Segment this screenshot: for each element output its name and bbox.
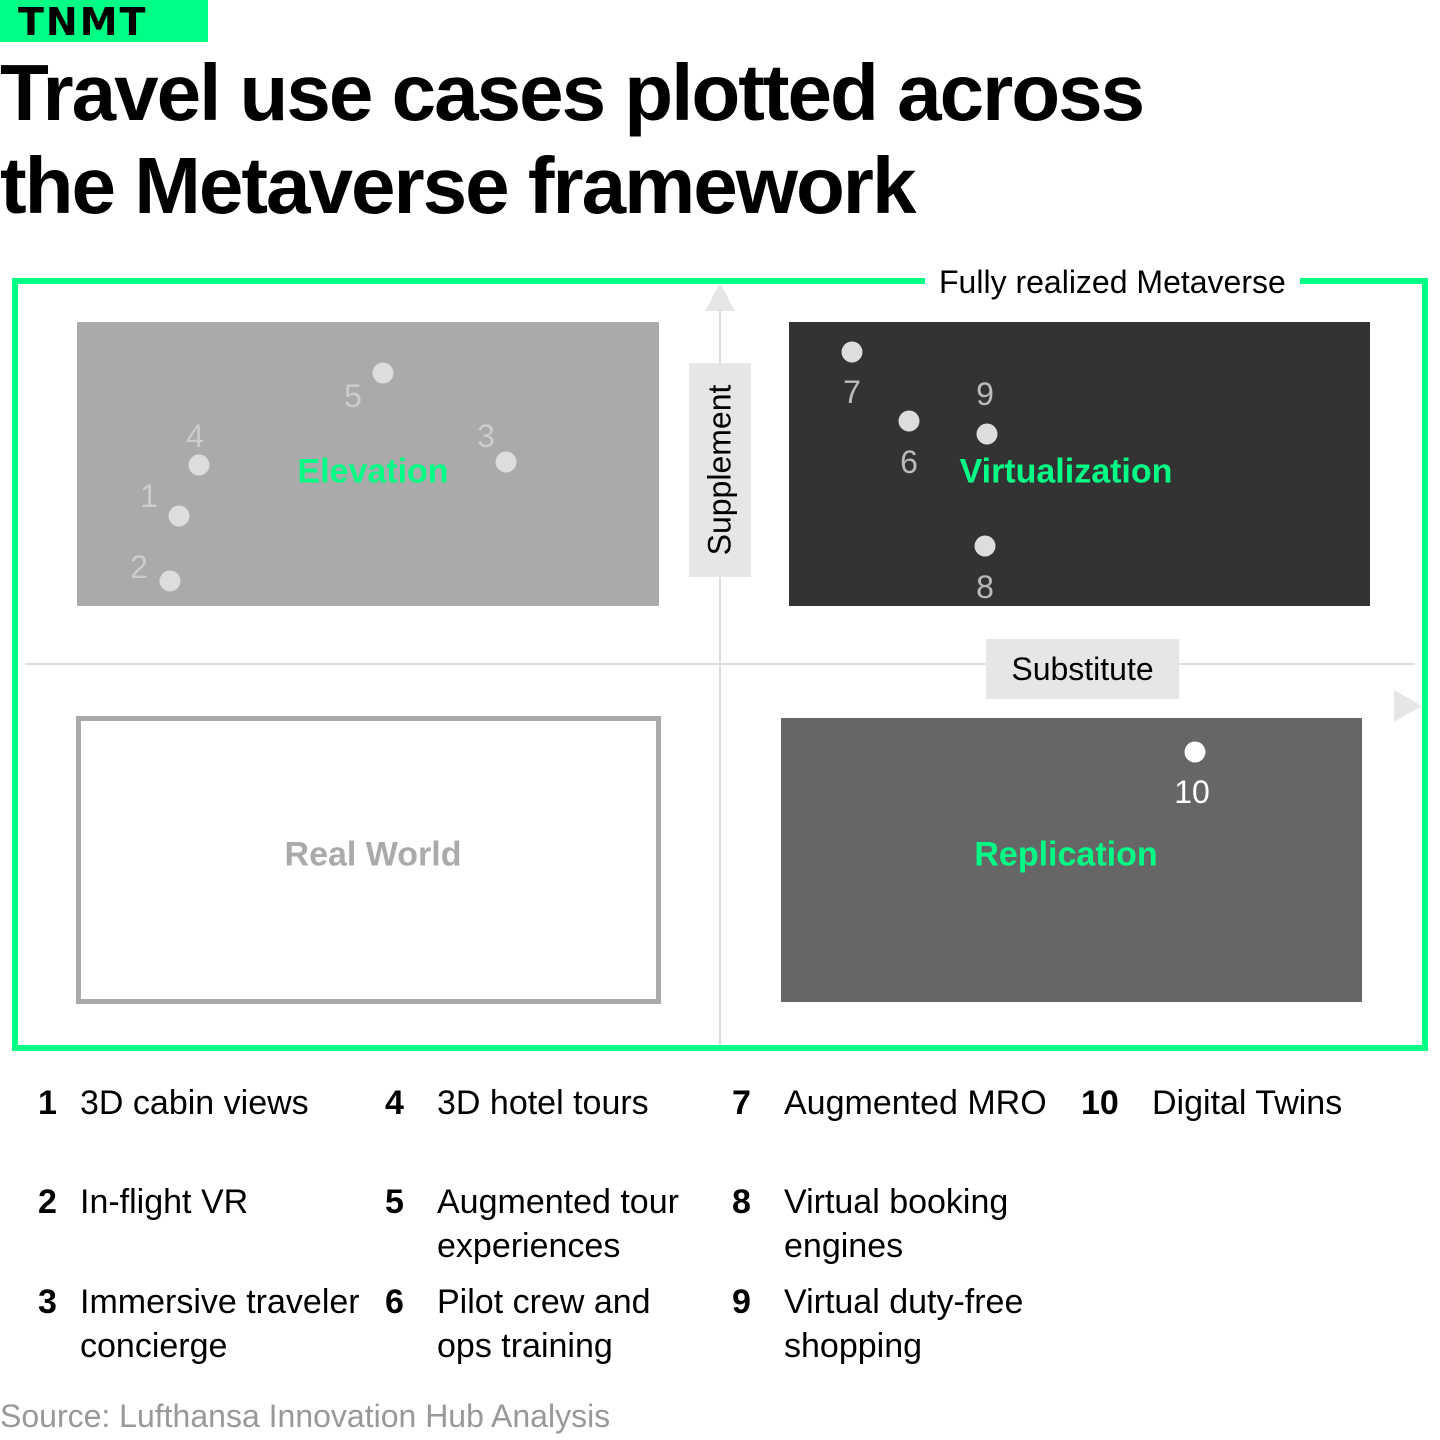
legend-number: 10 [1081, 1084, 1119, 1122]
legend-number: 2 [38, 1183, 57, 1221]
x-axis-line [25, 663, 1415, 665]
point-2 [159, 570, 181, 592]
legend-number: 9 [732, 1283, 751, 1321]
legend-text: 3D cabin views [80, 1084, 309, 1122]
legend-number: 5 [385, 1183, 404, 1221]
quadrant-real-world [76, 716, 661, 1004]
point-label-9: 9 [976, 376, 994, 412]
point-9 [976, 423, 998, 445]
legend-text: 3D hotel tours [437, 1084, 649, 1122]
frame-label: Fully realized Metaverse [925, 262, 1300, 302]
quadrant-replication [781, 718, 1362, 1002]
point-3 [495, 451, 517, 473]
legend-text: Augmented MRO [784, 1084, 1047, 1122]
point-label-4: 4 [186, 418, 204, 454]
point-label-7: 7 [843, 374, 861, 410]
legend-text: Digital Twins [1152, 1084, 1343, 1122]
page-title-line-2: the Metaverse framework [0, 141, 916, 230]
y-axis-label-text: Supplement [701, 384, 738, 556]
source-note: Source: Lufthansa Innovation Hub Analysi… [0, 1398, 611, 1434]
y-axis-label: Supplement [689, 363, 751, 577]
point-7 [841, 341, 863, 363]
point-label-6: 6 [900, 444, 918, 480]
point-label-5: 5 [344, 378, 362, 414]
legend-number: 7 [732, 1084, 751, 1122]
label-replication: Replication [974, 835, 1158, 874]
legend-text: Virtual duty-free shopping [784, 1283, 1024, 1365]
point-label-3: 3 [477, 418, 495, 454]
y-axis-line [719, 300, 721, 1045]
point-10 [1184, 741, 1206, 763]
point-6 [898, 410, 920, 432]
point-label-2: 2 [130, 549, 148, 585]
point-1 [168, 505, 190, 527]
legend-text: Augmented tour experiences [437, 1183, 679, 1265]
legend-number: 3 [38, 1283, 57, 1321]
point-4 [188, 454, 210, 476]
point-label-8: 8 [976, 569, 994, 605]
legend-text: In-flight VR [80, 1183, 249, 1221]
legend-text: Pilot crew and ops training [437, 1283, 651, 1365]
legend-number: 6 [385, 1283, 404, 1321]
label-virtualization: Virtualization [959, 452, 1173, 491]
metaverse-frame [12, 278, 1428, 1051]
quadrant-virtualization [789, 322, 1370, 606]
arrow-right-icon [1394, 690, 1422, 722]
label-real-world: Real World [284, 835, 462, 874]
point-label-1: 1 [140, 478, 158, 514]
point-label-10: 10 [1174, 774, 1210, 810]
legend-number: 8 [732, 1183, 751, 1221]
point-5 [372, 362, 394, 384]
legend-number: 4 [385, 1084, 404, 1122]
legend-text: Immersive traveler concierge [80, 1283, 360, 1365]
point-8 [974, 535, 996, 557]
legend-text: Virtual booking engines [784, 1183, 1009, 1265]
x-axis-label: Substitute [986, 639, 1179, 699]
arrow-up-icon [705, 283, 735, 311]
legend-number: 1 [38, 1084, 57, 1122]
quadrant-elevation [77, 322, 659, 606]
brand-logo: TNMT [0, 0, 208, 44]
page-title-line-1: Travel use cases plotted across [0, 48, 1145, 137]
label-elevation: Elevation [297, 452, 449, 491]
